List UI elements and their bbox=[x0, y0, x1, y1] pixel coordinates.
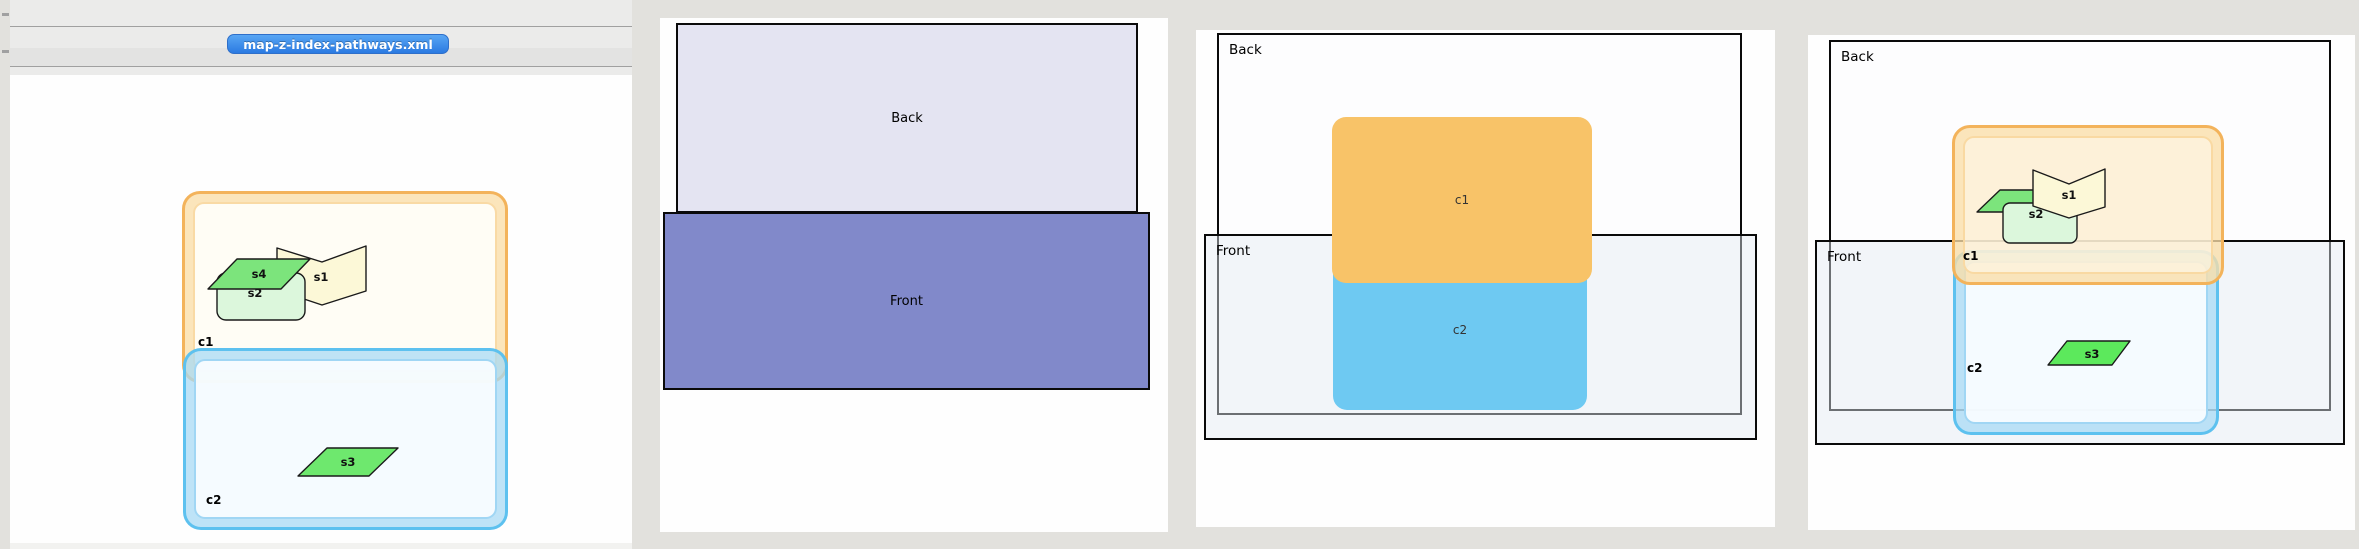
preview-full-c2-label: c2 bbox=[1967, 361, 1983, 375]
toolbar-band bbox=[10, 48, 632, 66]
container-c2-inner bbox=[1964, 261, 2208, 424]
front-layer-label: Front bbox=[890, 293, 923, 309]
file-tab[interactable]: map-z-index-pathways.xml bbox=[227, 34, 449, 54]
container-c1-inner bbox=[193, 202, 497, 372]
preview-full-c1-label: c1 bbox=[1963, 249, 1979, 263]
c1-label: c1 bbox=[1454, 193, 1470, 207]
back-layer-label: Back bbox=[1841, 49, 1874, 65]
container-c2-inner bbox=[194, 359, 497, 519]
preview-flat-back-layer: Back bbox=[676, 23, 1138, 213]
container-c2-label: c2 bbox=[206, 493, 222, 507]
preview-full-container-c1 bbox=[1952, 125, 2224, 285]
toolbar-separator bbox=[10, 26, 632, 27]
preview-boxes-c2-label: c2 bbox=[1333, 322, 1587, 338]
window-edge-mark bbox=[2, 50, 9, 53]
preview-boxes-c1: c1 bbox=[1332, 117, 1592, 283]
container-c1-inner bbox=[1963, 136, 2213, 274]
front-layer-label: Front bbox=[1827, 249, 1862, 265]
file-tab-label: map-z-index-pathways.xml bbox=[243, 36, 433, 52]
toolbar-separator bbox=[10, 66, 632, 67]
container-c2[interactable] bbox=[183, 348, 508, 530]
back-layer-label: Back bbox=[1229, 42, 1262, 58]
back-layer-label: Back bbox=[891, 110, 923, 126]
canvas-bottom-strip bbox=[10, 543, 632, 549]
container-c1-label: c1 bbox=[198, 335, 214, 349]
preview-flat-front-layer: Front bbox=[663, 212, 1150, 390]
c2-label: c2 bbox=[1452, 323, 1468, 337]
window-edge-mark bbox=[2, 13, 9, 16]
editor-toolbar: map-z-index-pathways.xml bbox=[10, 0, 632, 75]
front-layer-label: Front bbox=[1216, 243, 1251, 259]
